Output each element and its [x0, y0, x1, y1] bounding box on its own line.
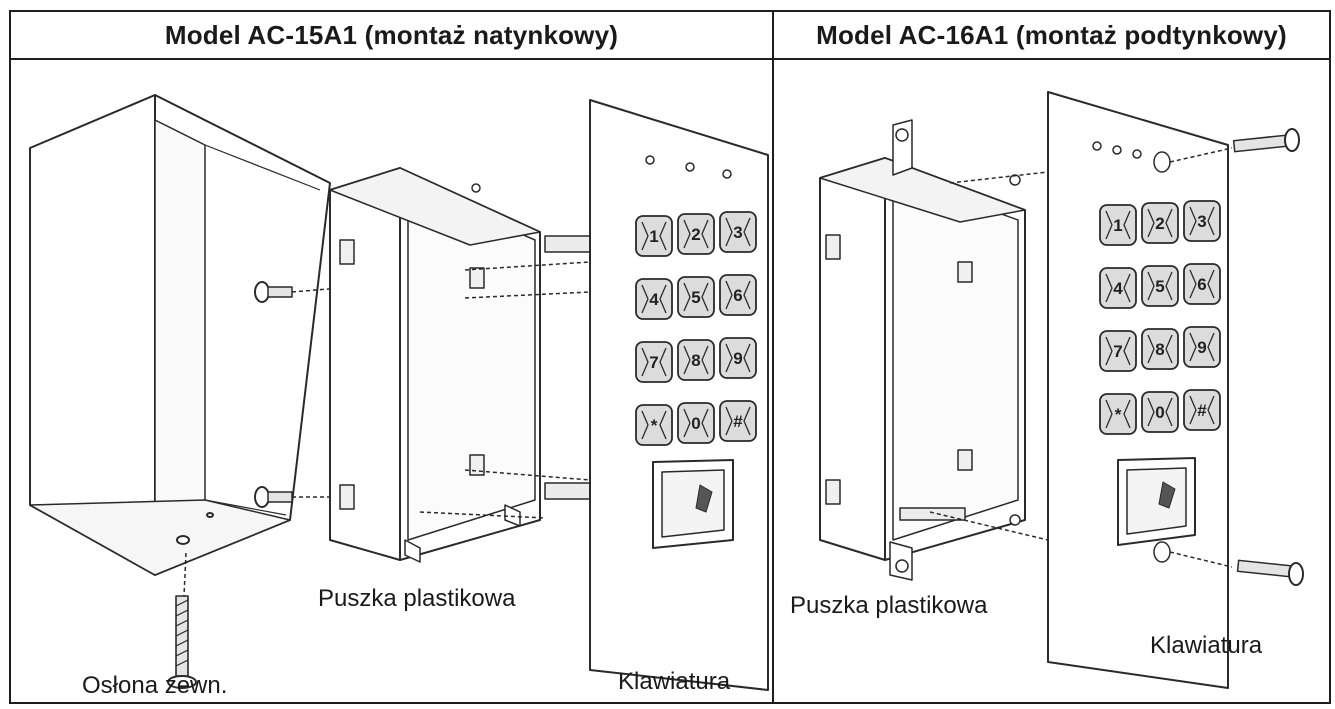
keypad-key-left-11: # [719, 400, 757, 442]
flush-box-drawing [819, 119, 1049, 581]
keypad-key-right-9: * [1099, 393, 1137, 435]
keypad-key-label: # [733, 412, 743, 431]
keypad-key-label: * [1115, 405, 1122, 424]
keypad-key-left-0: 1 [635, 215, 673, 257]
keypad-key-label: 3 [1197, 212, 1206, 231]
keypad-key-left-3: 4 [635, 278, 673, 320]
label-keypad-right: Klawiatura [1150, 632, 1263, 659]
keypad-key-left-5: 6 [719, 274, 757, 316]
keypad-key-right-11: # [1183, 389, 1221, 431]
keypad-key-label: 6 [733, 286, 742, 305]
keypad-key-left-9: * [635, 404, 673, 446]
label-keypad-left: Klawiatura [618, 668, 731, 695]
keypad-key-label: 2 [1155, 214, 1164, 233]
keypad-key-label: 6 [1197, 275, 1206, 294]
keypad-key-label: 1 [649, 227, 658, 246]
keypad-key-label: 1 [1113, 216, 1122, 235]
keypad-key-left-4: 5 [677, 276, 715, 318]
keypad-key-label: 2 [691, 225, 700, 244]
plastic-box-drawing [329, 167, 541, 563]
keypad-key-label: 5 [691, 288, 700, 307]
keypad-key-label: 3 [733, 223, 742, 242]
keypad-key-label: # [1197, 401, 1207, 420]
keypad-key-label: 8 [691, 351, 700, 370]
cover-screw-drawing [167, 552, 197, 689]
keypad-key-label: 8 [1155, 340, 1164, 359]
keypad-key-label: 9 [1197, 338, 1206, 357]
keypad-key-label: 0 [1155, 403, 1164, 422]
keypad-key-right-4: 5 [1141, 265, 1179, 307]
keypad-drawing-right: 1 2 3 4 5 6 7 8 9 * 0 # [1047, 91, 1229, 689]
keypad-key-label: 0 [691, 414, 700, 433]
keypad-key-left-2: 3 [719, 211, 757, 253]
label-plastic-box-right: Puszka plastikowa [790, 592, 988, 619]
keypad-key-label: 4 [649, 290, 659, 309]
keypad-key-right-1: 2 [1141, 202, 1179, 244]
keypad-key-label: 4 [1113, 279, 1123, 298]
panel-title-surface-mount: Model AC-15A1 (montaż natynkowy) [164, 20, 619, 50]
header-divider [9, 58, 1331, 60]
keypad-drawing-left: 1 2 3 4 5 6 7 8 9 * 0 # [589, 99, 769, 691]
panel-title-flush-mount: Model AC-16A1 (montaż podtynkowy) [816, 20, 1287, 50]
mounting-posts-drawing [419, 235, 594, 519]
keypad-key-left-6: 7 [635, 341, 673, 383]
label-plastic-box-left: Puszka plastikowa [318, 585, 516, 612]
keypad-key-right-3: 4 [1099, 267, 1137, 309]
keypad-key-label: 7 [1113, 342, 1122, 361]
label-outer-cover: Osłona zewn. [82, 672, 228, 699]
keypad-key-left-10: 0 [677, 402, 715, 444]
diagram-frame [9, 10, 1331, 704]
keypad-key-left-7: 8 [677, 339, 715, 381]
outer-cover-drawing [29, 94, 331, 576]
side-screws-drawing [254, 281, 341, 508]
keypad-key-right-6: 7 [1099, 330, 1137, 372]
panel-divider [772, 10, 774, 704]
keypad-key-right-5: 6 [1183, 263, 1221, 305]
keypad-key-label: 9 [733, 349, 742, 368]
keypad-key-left-1: 2 [677, 213, 715, 255]
keypad-key-left-8: 9 [719, 337, 757, 379]
keypad-key-right-0: 1 [1099, 204, 1137, 246]
keypad-key-right-10: 0 [1141, 391, 1179, 433]
keypad-screws-drawing [1169, 128, 1304, 586]
keypad-key-label: * [651, 416, 658, 435]
keypad-key-right-2: 3 [1183, 200, 1221, 242]
keypad-key-right-7: 8 [1141, 328, 1179, 370]
keypad-key-label: 7 [649, 353, 658, 372]
keypad-key-right-8: 9 [1183, 326, 1221, 368]
keypad-key-label: 5 [1155, 277, 1164, 296]
